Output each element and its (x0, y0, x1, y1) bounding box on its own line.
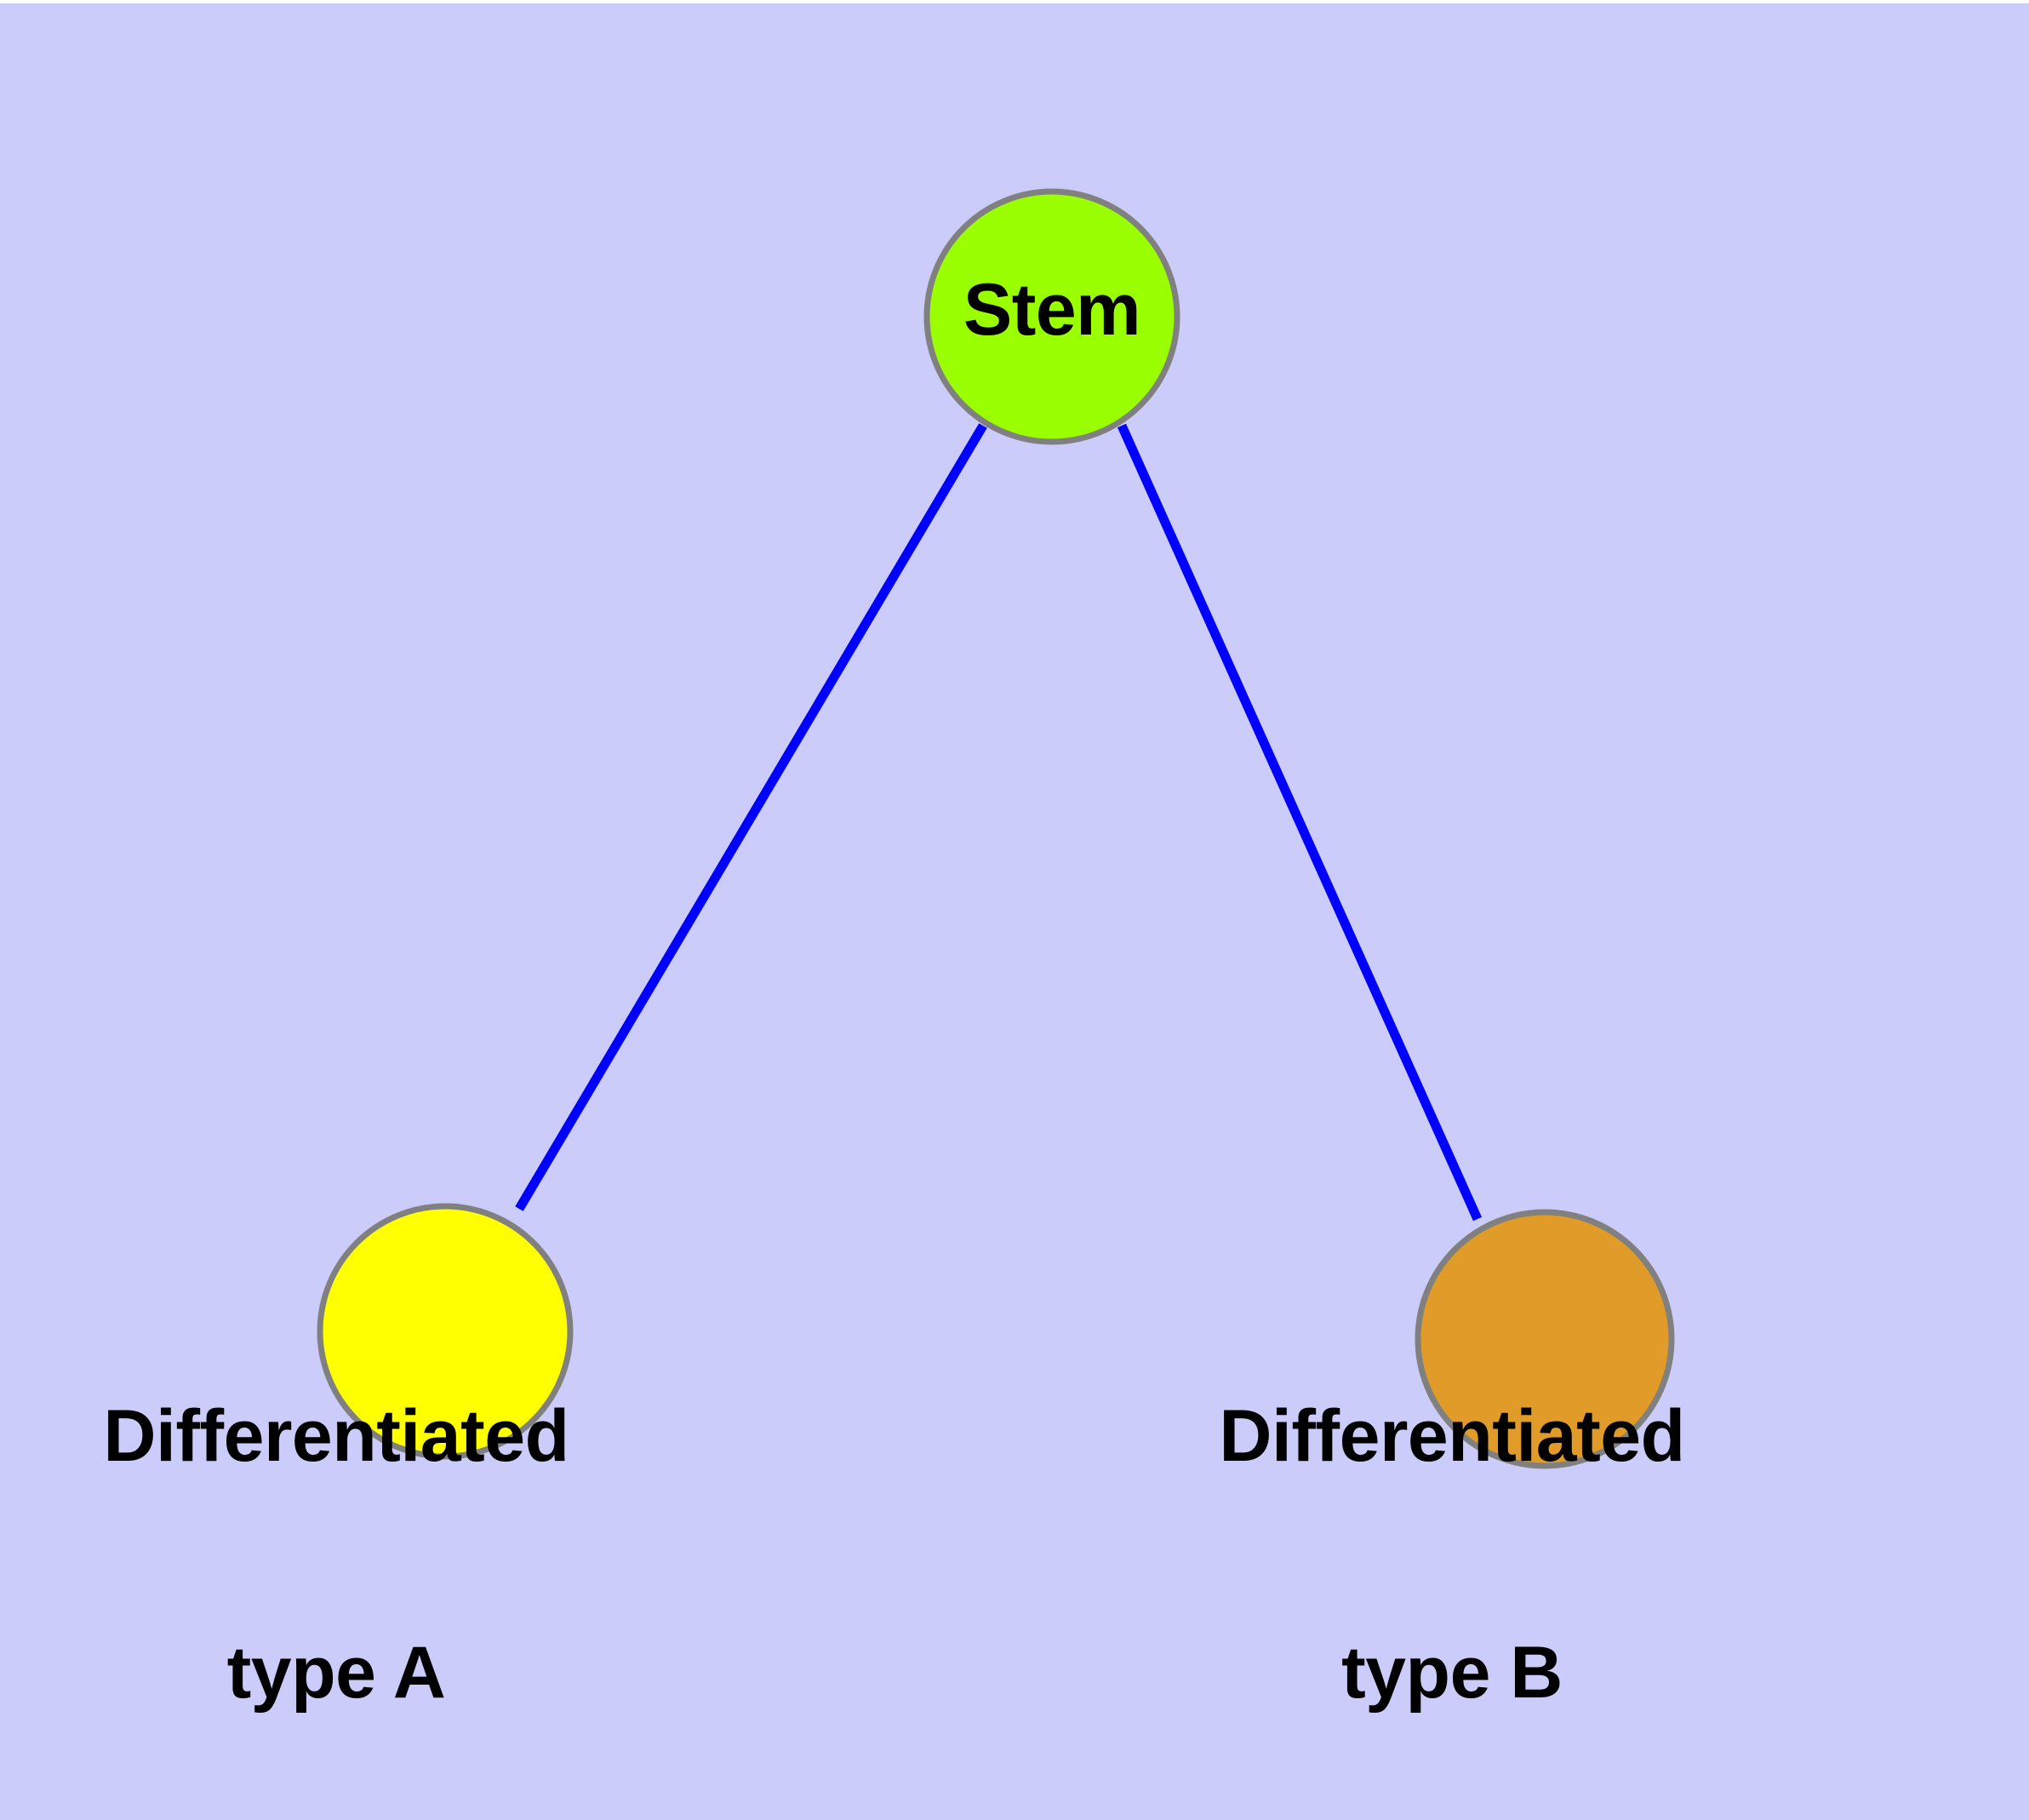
edge-stem-to-differentiated-type-a (515, 423, 987, 1211)
edge-layer (515, 423, 1483, 1222)
edge-stem-to-differentiated-type-b (1117, 423, 1483, 1222)
node-layer (317, 188, 1675, 1469)
node-differentiated-type-b-circle[interactable] (1415, 1209, 1675, 1469)
node-stem-circle[interactable] (923, 188, 1180, 445)
node-differentiated-type-a-circle[interactable] (317, 1203, 574, 1460)
